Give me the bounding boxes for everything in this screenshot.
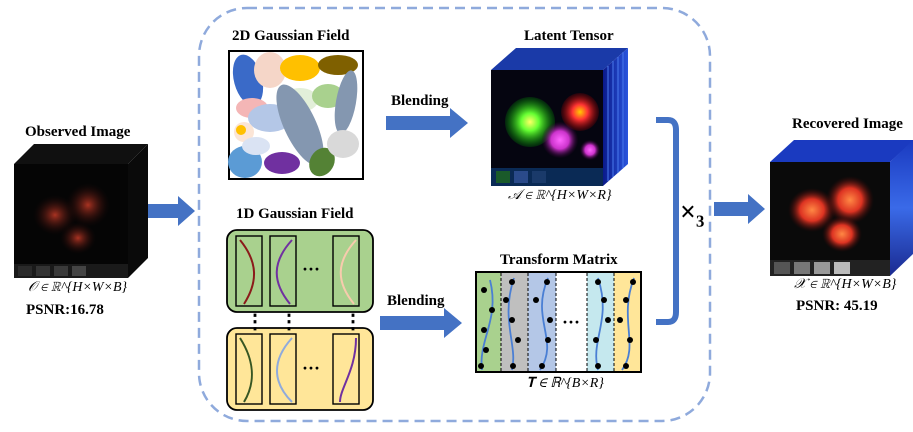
vdots-2: ⋮ xyxy=(279,311,299,333)
recovered-image-cube xyxy=(770,140,913,276)
arrow-blend-bottom xyxy=(380,308,462,338)
vdots-3: ⋮ xyxy=(343,311,363,333)
recovered-title: Recovered Image xyxy=(792,116,903,132)
arrow-observed-to-model xyxy=(148,196,195,226)
latent-tensor-cube xyxy=(491,48,628,186)
ellipsis-green: ··· xyxy=(302,259,321,279)
blending-top-label: Blending xyxy=(391,93,449,109)
gaussian-1d-field xyxy=(226,229,374,411)
recovered-psnr: PSNR: 45.19 xyxy=(796,298,878,314)
latent-math: 𝒜 ∈ ℝ^{H×W×R} xyxy=(508,188,612,203)
gaussian1d-title: 1D Gaussian Field xyxy=(236,206,354,222)
ellipsis-yellow: ··· xyxy=(302,358,321,378)
ellipsis-matrix: ··· xyxy=(562,312,581,332)
arrows xyxy=(148,108,765,338)
vdots-1: ⋮ xyxy=(245,311,265,333)
transform-title: Transform Matrix xyxy=(500,252,618,268)
observed-image-cube xyxy=(14,144,148,278)
observed-title: Observed Image xyxy=(25,124,131,140)
transform-math: 𝐓 ∈ ℝ^{B×R} xyxy=(526,376,604,391)
arrow-blend-top xyxy=(386,108,468,138)
mode-product-symbol: ×₃ xyxy=(680,197,705,228)
blending-bottom-label: Blending xyxy=(387,293,445,309)
gaussian-2d-field xyxy=(228,50,364,180)
observed-math: 𝒪 ∈ ℝ^{H×W×B} xyxy=(28,280,128,295)
arrow-to-recovered xyxy=(714,194,765,224)
model-container xyxy=(197,6,712,423)
recovered-math: 𝒳 ∈ ℝ^{H×W×B} xyxy=(794,277,897,292)
latent-title: Latent Tensor xyxy=(524,28,614,44)
transform-matrix xyxy=(475,271,642,373)
combine-bracket xyxy=(656,117,679,325)
gaussian2d-title: 2D Gaussian Field xyxy=(232,28,350,44)
observed-psnr: PSNR:16.78 xyxy=(26,302,104,318)
